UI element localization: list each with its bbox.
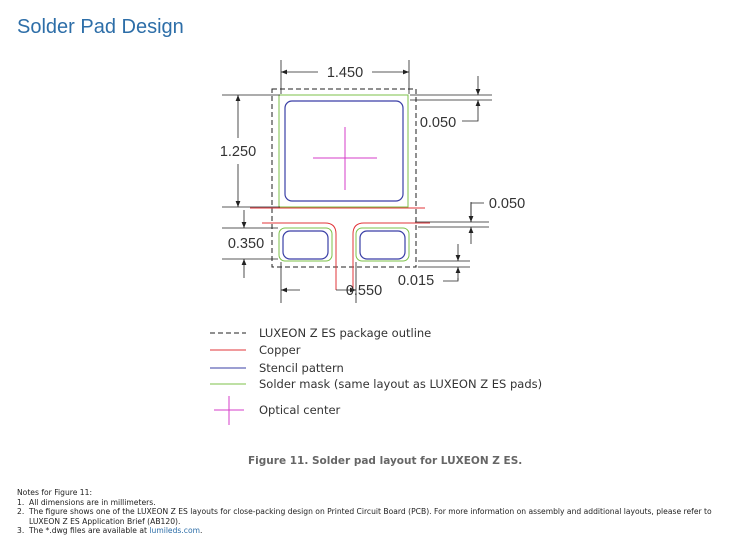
note-text-suffix: .	[200, 526, 203, 536]
copper-trace-right	[352, 222, 430, 290]
dim-mask-gap-right-label: 0.050	[489, 196, 525, 212]
package-outline	[271, 88, 417, 268]
solder-mask-small-pad-right	[355, 227, 410, 262]
legend-label-mask: Solder mask (same layout as LUXEON Z ES …	[259, 377, 542, 391]
solder-mask-small-pad-left	[278, 227, 333, 262]
copper-trace-left	[262, 222, 337, 290]
dim-mask-gap-top-label: 0.050	[420, 115, 456, 131]
dim-pad-spacing-label: 0.550	[346, 283, 382, 299]
dim-height	[222, 94, 280, 208]
note-item: 1. All dimensions are in millimeters.	[17, 498, 737, 508]
note-item: 3. The *.dwg files are available at lumi…	[17, 526, 737, 536]
dim-mask-gap-right	[415, 202, 489, 244]
optical-center-marker	[313, 127, 377, 190]
dim-width-label: 1.450	[327, 65, 363, 81]
dim-copper-offset-label: 0.015	[398, 273, 434, 289]
dim-height-label: 1.250	[220, 144, 256, 160]
note-text: The *.dwg files are available at lumiled…	[29, 526, 202, 536]
note-item: 2. The figure shows one of the LUXEON Z …	[17, 507, 737, 517]
dim-pad-height	[222, 210, 278, 278]
note-text: The figure shows one of the LUXEON Z ES …	[29, 507, 712, 517]
solder-mask-large-pad	[278, 94, 409, 208]
dim-mask-gap-top	[410, 76, 492, 122]
figure-caption: Figure 11. Solder pad layout for LUXEON …	[248, 455, 523, 467]
dim-width	[280, 60, 410, 94]
notes-heading: Notes for Figure 11:	[17, 488, 93, 497]
note-text-prefix: The *.dwg files are available at	[29, 526, 150, 536]
legend-label-outline: LUXEON Z ES package outline	[259, 326, 431, 340]
legend-label-stencil: Stencil pattern	[259, 361, 344, 375]
stencil-large-pad	[284, 100, 404, 202]
note-number: 3.	[17, 526, 25, 536]
page-title: Solder Pad Design	[17, 16, 184, 38]
note-text: LUXEON Z ES Application Brief (AB120).	[29, 516, 181, 526]
legend: LUXEON Z ES package outline Copper Stenc…	[210, 326, 542, 425]
legend-label-optical-center: Optical center	[259, 403, 341, 417]
note-number	[17, 517, 29, 527]
stencil-small-pad-left	[282, 230, 329, 260]
note-item: LUXEON Z ES Application Brief (AB120).	[17, 517, 737, 527]
dim-pad-spacing	[280, 262, 357, 303]
dim-pad-height-label: 0.350	[228, 236, 264, 252]
legend-swatch-optical-center	[214, 396, 244, 425]
note-number: 1.	[17, 497, 25, 507]
dim-copper-offset	[418, 244, 470, 282]
figure-notes: Notes for Figure 11: 1. All dimensions a…	[17, 488, 737, 536]
stencil-small-pad-right	[359, 230, 406, 260]
note-text: All dimensions are in millimeters.	[29, 497, 156, 507]
legend-label-copper: Copper	[259, 343, 301, 357]
lumileds-link[interactable]: lumileds.com	[149, 526, 201, 536]
note-number: 2.	[17, 507, 25, 517]
